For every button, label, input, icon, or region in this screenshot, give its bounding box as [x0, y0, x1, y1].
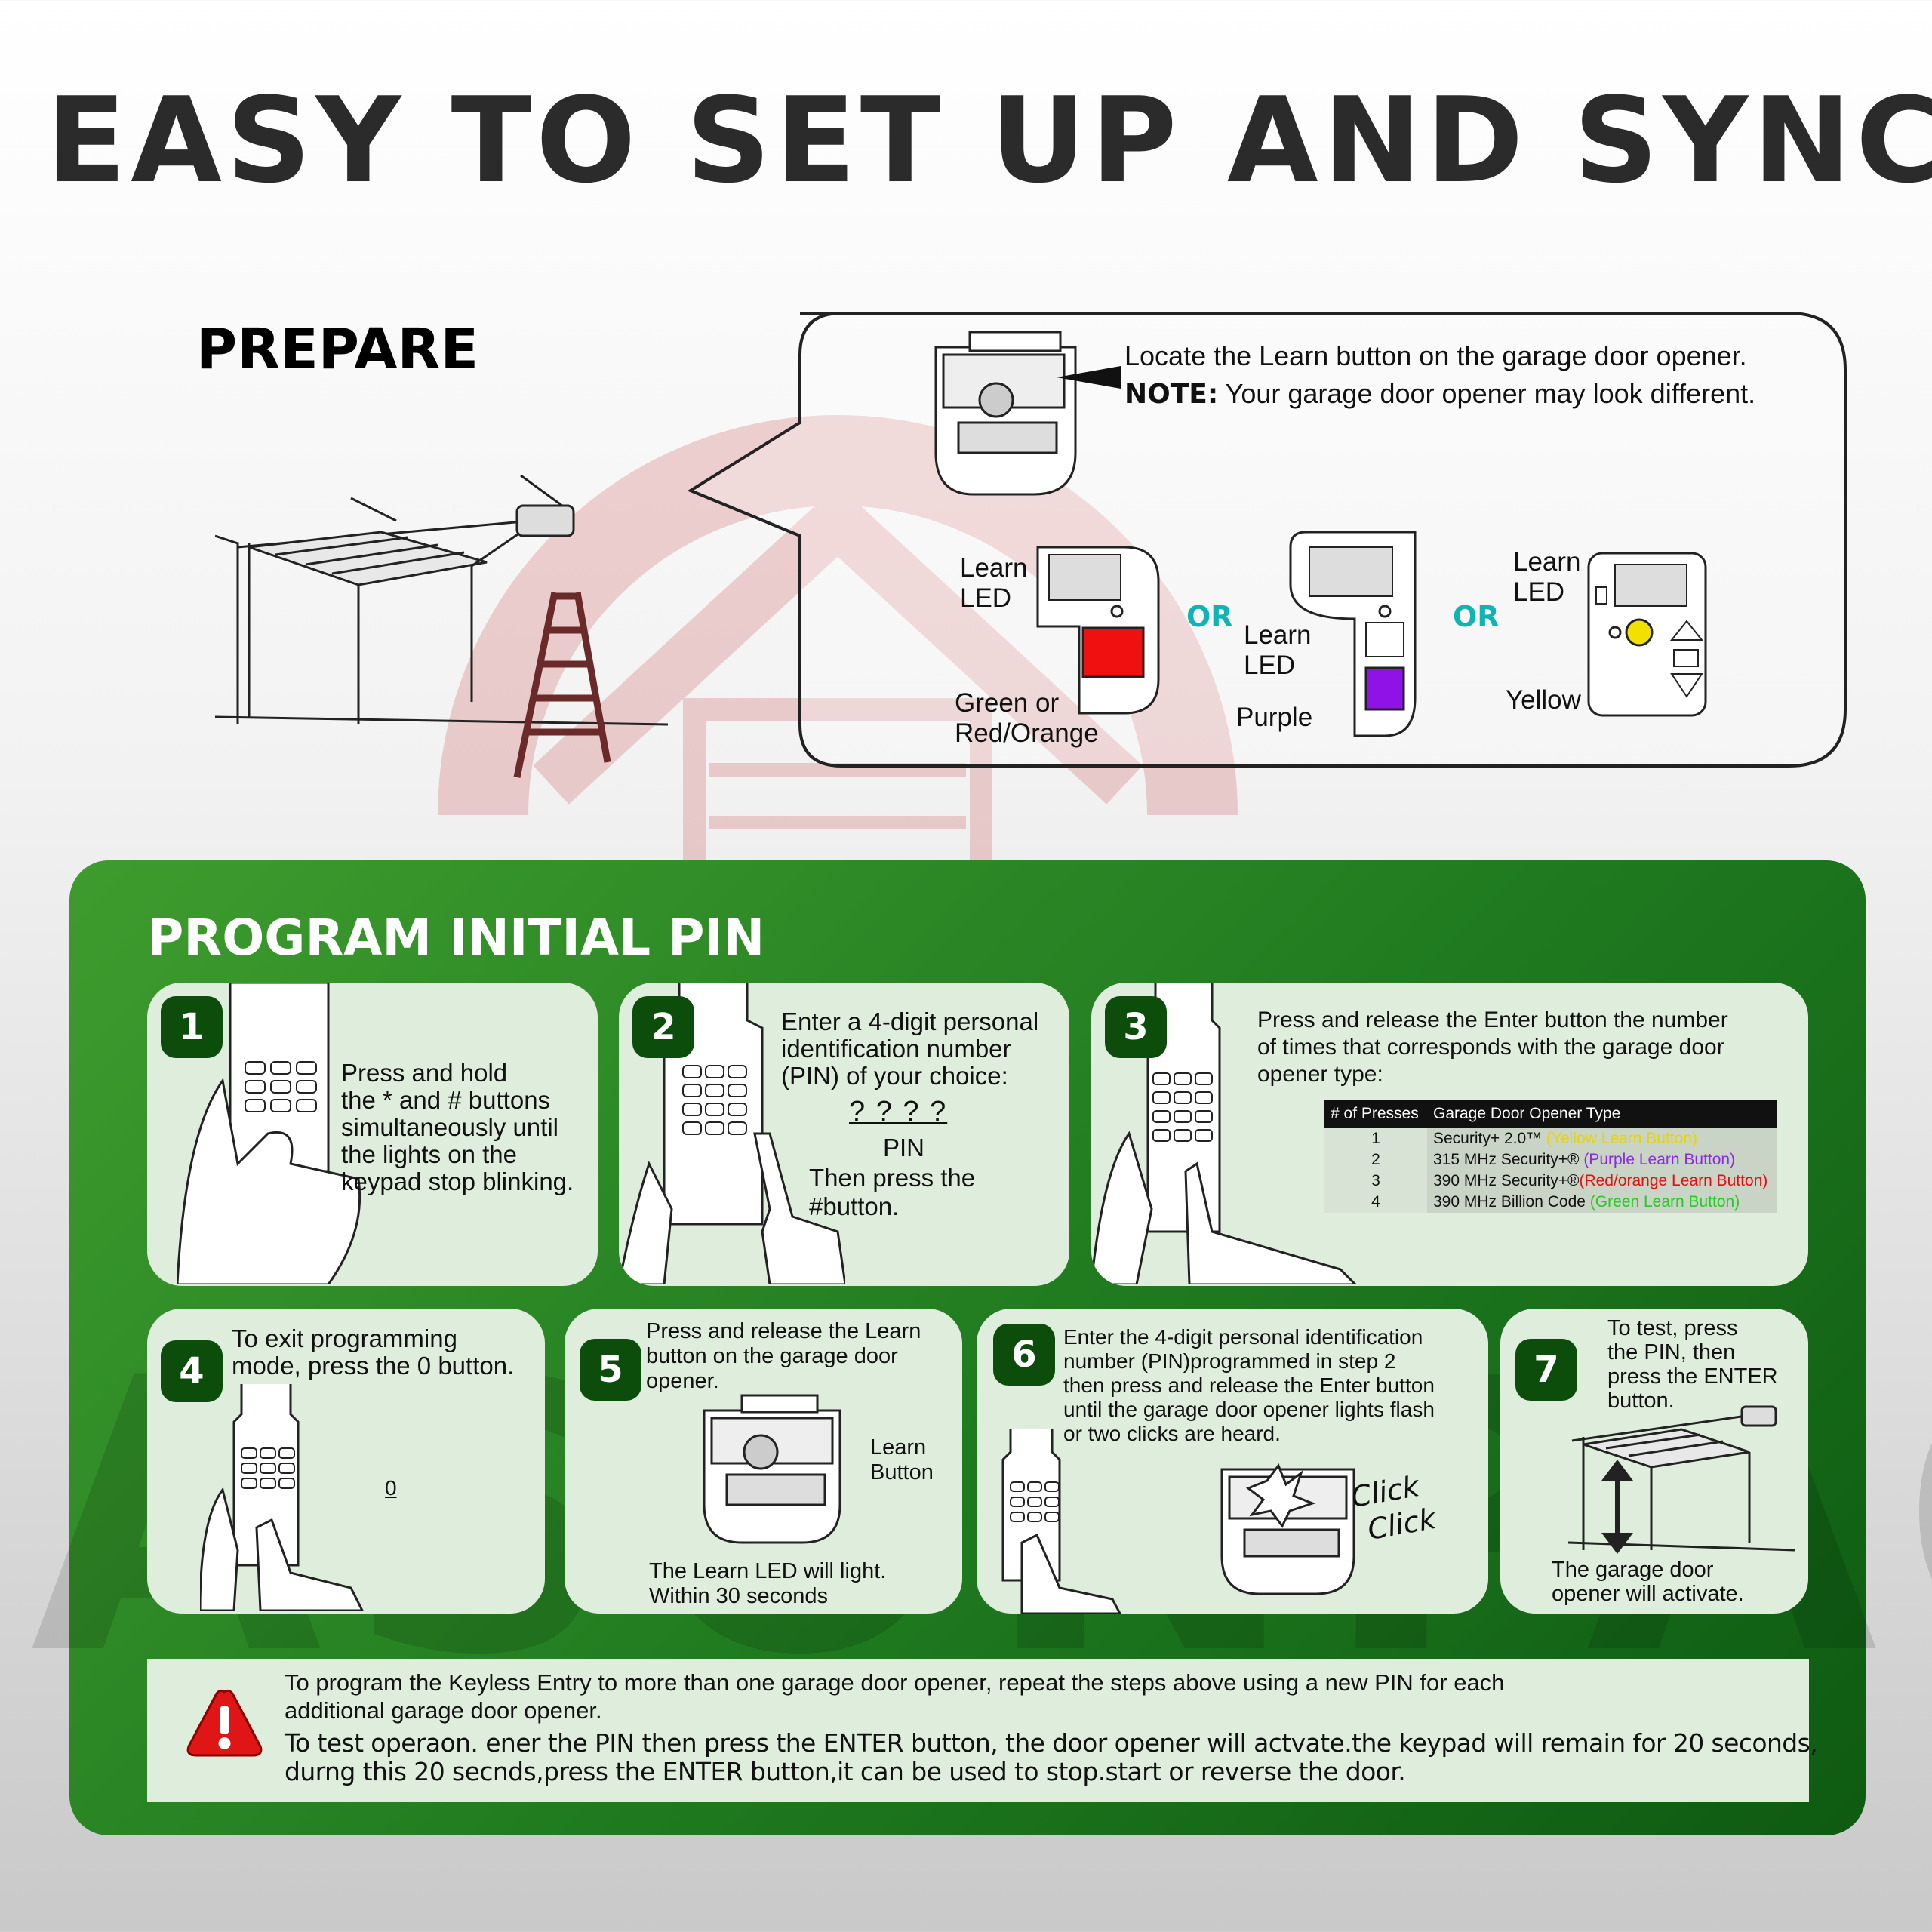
- warning-line-2: additional garage door opener.: [285, 1697, 602, 1724]
- warning-line-4: durng this 20 secnds,press the ENTER but…: [285, 1757, 1406, 1786]
- pin-placeholder: ? ? ? ?: [849, 1096, 948, 1128]
- step-4-text: To exit programming mode, press the 0 bu…: [232, 1324, 515, 1380]
- garage-door-opener-icon: [703, 1394, 841, 1544]
- warning-box: [147, 1659, 1809, 1802]
- learn-panel-red-icon: [1036, 546, 1160, 715]
- keypad-hand-icon: [1001, 1429, 1121, 1614]
- pin-label: PIN: [883, 1134, 925, 1161]
- step-5-footer: The Learn LED will light. Within 30 seco…: [649, 1559, 887, 1608]
- learn-button-label: Learn Button: [870, 1435, 934, 1484]
- step-6-card: 6 Enter the 4-digit personal identificat…: [977, 1309, 1488, 1614]
- note-label: NOTE:: [1124, 379, 1219, 410]
- step-2-after-text: Then press the #button.: [809, 1164, 976, 1220]
- step-6-text: Enter the 4-digit personal identificatio…: [1063, 1325, 1435, 1445]
- opener-type-table: # of Presses Garage Door Opener Type 1 S…: [1324, 1100, 1777, 1213]
- warning-line-3: To test operaon. ener the PIN then press…: [285, 1728, 1818, 1758]
- step-5-badge: 5: [580, 1339, 641, 1401]
- warning-line-1: To program the Keyless Entry to more tha…: [285, 1669, 1505, 1696]
- click-label: Click Click: [1348, 1469, 1438, 1546]
- step-2-badge: 2: [632, 996, 694, 1058]
- or-label: OR: [1186, 600, 1233, 633]
- panel2-learn-led-label: Learn LED: [1244, 620, 1312, 680]
- step-6-badge: 6: [993, 1324, 1055, 1386]
- step-7-text: To test, press the PIN, then press the E…: [1607, 1316, 1778, 1413]
- step-7-card: 7 To test, press the PIN, then press the…: [1500, 1309, 1808, 1614]
- panel2-color-label: Purple: [1236, 703, 1313, 732]
- step-7-footer: The garage door opener will activate.: [1552, 1558, 1744, 1606]
- table-row: 4 390 MHz Billion Code (Green Learn Butt…: [1324, 1192, 1777, 1213]
- arrow-icon: [1057, 366, 1121, 389]
- column-header: # of Presses: [1324, 1100, 1427, 1128]
- note-line: NOTE: Your garage door opener may look d…: [1124, 379, 1755, 410]
- step-5-card: 5 Press and release the Learn button on …: [565, 1309, 962, 1614]
- garage-door-icon: [1568, 1405, 1795, 1554]
- keypad-hand-icon: [200, 1384, 364, 1611]
- step-4-badge: 4: [161, 1340, 223, 1402]
- learn-panel-purple-icon: [1289, 531, 1417, 737]
- program-heading: PROGRAM INITIAL PIN: [147, 909, 765, 967]
- column-header: Garage Door Opener Type: [1427, 1100, 1777, 1128]
- prepare-heading: PREPARE: [196, 317, 479, 382]
- step-7-badge: 7: [1515, 1339, 1577, 1401]
- step-3-badge: 3: [1105, 996, 1167, 1058]
- garage-door-opener-icon: [1220, 1463, 1355, 1595]
- step-3-card: 3 Press and release the Enter button the…: [1091, 983, 1808, 1286]
- locate-text: Locate the Learn button on the garage do…: [1124, 340, 1747, 371]
- step-1-text: Press and hold the * and # buttons simul…: [341, 1059, 574, 1195]
- keypad-hand-icon: [177, 983, 361, 1284]
- page-title: EASY TO SET UP AND SYNC: [45, 72, 1932, 209]
- table-row: 3 390 MHz Security+®(Red/orange Learn Bu…: [1324, 1171, 1777, 1192]
- step-1-card: 1 Press and hold the * and # buttons sim…: [147, 983, 598, 1286]
- step-2-text: Enter a 4-digit personal identification …: [781, 1008, 1039, 1090]
- panel3-learn-led-label: Learn LED: [1513, 547, 1581, 607]
- table-row: 2 315 MHz Security+® (Purple Learn Butto…: [1324, 1149, 1777, 1171]
- zero-digit: 0: [385, 1476, 397, 1500]
- step-4-card: 4 To exit programming mode, press the 0 …: [147, 1309, 545, 1614]
- garage-door-ladder-illustration: [215, 474, 669, 778]
- warning-icon: [186, 1689, 263, 1757]
- table-row: 1 Security+ 2.0™ (Yellow Learn Button): [1324, 1128, 1777, 1149]
- panel3-color-label: Yellow: [1506, 685, 1581, 715]
- panel1-learn-led-label: Learn LED: [960, 553, 1028, 613]
- note-text: Your garage door opener may look differe…: [1225, 378, 1756, 409]
- garage-door-opener-icon: [934, 331, 1077, 496]
- step-5-text: Press and release the Learn button on th…: [646, 1319, 921, 1393]
- step-1-badge: 1: [161, 996, 223, 1058]
- step-3-text: Press and release the Enter button the n…: [1257, 1008, 1728, 1087]
- panel1-color-label: Green or Red/Orange: [955, 688, 1099, 748]
- or-label: OR: [1453, 600, 1500, 633]
- step-2-card: 2 Enter a 4-digit personal identificatio…: [619, 983, 1069, 1286]
- learn-panel-yellow-icon: [1587, 552, 1707, 717]
